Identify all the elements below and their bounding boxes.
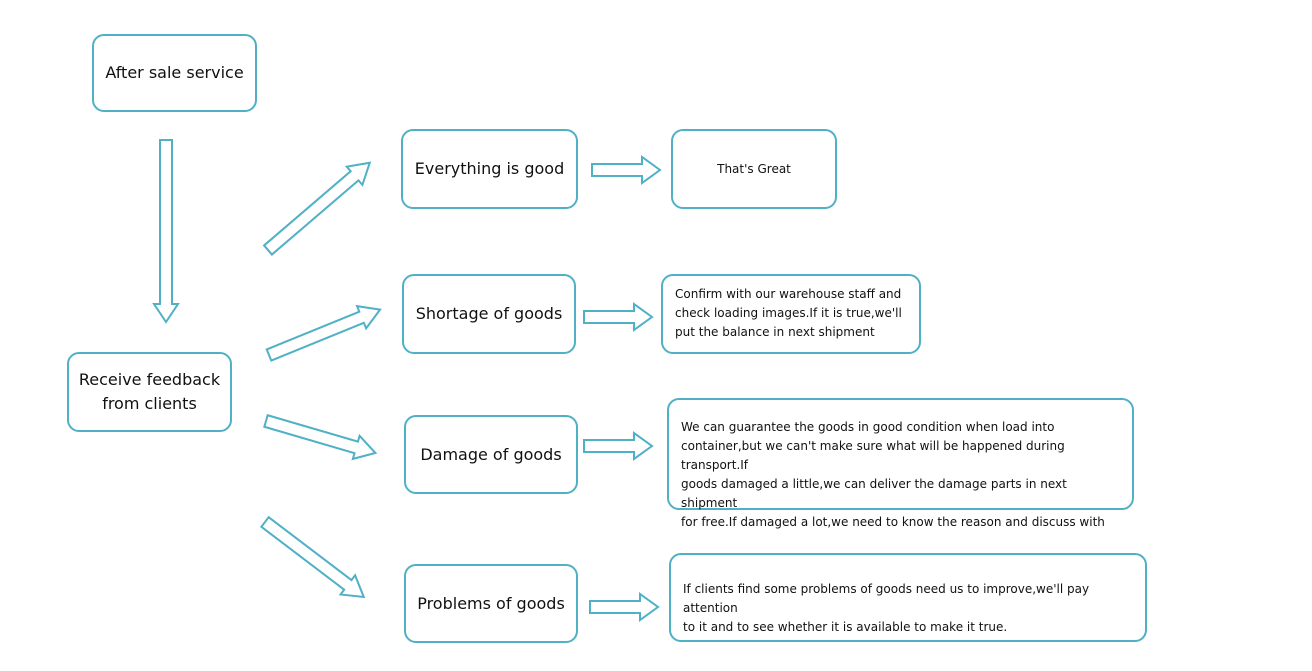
arrow-to-problems-icon — [259, 515, 366, 599]
great-response-box: That's Great — [671, 129, 837, 209]
receive-feedback-box: Receive feedback from clients — [67, 352, 232, 432]
great-response-text: That's Great — [717, 161, 791, 176]
shortage-box: Shortage of goods — [402, 274, 576, 354]
shortage-label: Shortage of goods — [415, 304, 563, 323]
damage-box: Damage of goods — [404, 415, 578, 494]
damage-response-line3: goods damaged a little,we can deliver th… — [681, 477, 1067, 510]
damage-response-line4: for free.If damaged a lot,we need to kno… — [681, 515, 1105, 529]
problems-box: Problems of goods — [404, 564, 578, 643]
arrow-to-damage-response-icon — [583, 431, 654, 461]
damage-label: Damage of goods — [420, 444, 562, 464]
shortage-response-box: Confirm with our warehouse staff and che… — [661, 274, 921, 354]
problems-response-line1: If clients find some problems of goods n… — [683, 582, 1090, 615]
after-sale-service-label: After sale service — [105, 63, 244, 82]
problems-response-line2: to it and to see whether it is available… — [683, 620, 1008, 634]
arrow-to-shortage-icon — [265, 304, 382, 362]
shortage-response-line3: put the balance in next shipment — [675, 325, 875, 339]
damage-response-line1: We can guarantee the goods in good condi… — [681, 420, 1055, 434]
receive-feedback-label-line2: from clients — [102, 394, 197, 413]
arrow-to-everything-good-icon — [262, 161, 372, 256]
arrow-to-problems-response-icon — [589, 592, 660, 622]
arrow-to-shortage-response-icon — [583, 302, 654, 332]
shortage-response-line2: check loading images.If it is true,we'll — [675, 306, 902, 320]
arrow-to-damage-icon — [263, 414, 378, 461]
arrow-to-great-icon — [591, 155, 662, 185]
everything-good-label: Everything is good — [414, 159, 565, 178]
damage-response-box: We can guarantee the goods in good condi… — [667, 398, 1134, 529]
problems-response-box: If clients find some problems of goods n… — [669, 553, 1147, 642]
problems-label: Problems of goods — [417, 593, 565, 613]
shortage-response-line1: Confirm with our warehouse staff and — [675, 287, 902, 301]
everything-good-box: Everything is good — [401, 129, 578, 209]
arrow-down-icon — [152, 139, 180, 324]
damage-response-line2: container,but we can't make sure what wi… — [681, 439, 1065, 472]
after-sale-service-box: After sale service — [92, 34, 257, 112]
receive-feedback-label-line1: Receive feedback — [78, 370, 221, 389]
